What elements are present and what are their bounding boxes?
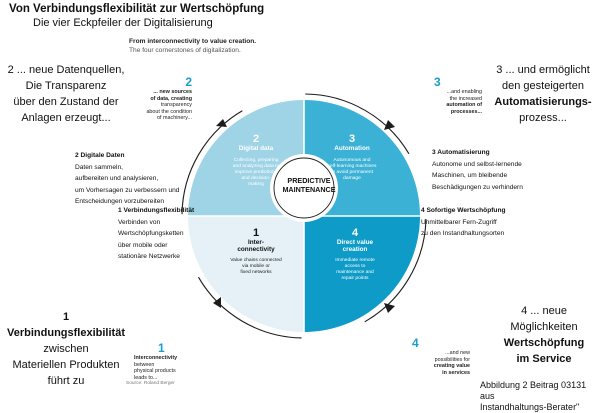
german-note-3: 3 ... und ermöglicht den gesteigerten Au… [494,64,592,124]
german-note-4: 4 ... neue Möglichkeiten Wertschöpfung i… [503,305,585,365]
caption-1: 1 Interconnectivity between physical pro… [134,341,178,381]
german-detail-value-creation: 4 Sofortige Wertschöpfung Unmittelbarer … [421,207,506,237]
german-detail-digital-data: 2 Digitale Daten Daten sammeln, aufberei… [75,152,180,205]
source-note: Source: Roland Berger [126,381,175,386]
quadrant-interconnectivity [188,216,304,332]
quadrant-1-text: 1 Inter- connectivity Value chains conne… [230,227,282,275]
ring-arrow-top-left [216,119,227,127]
center-label: PREDICTIVE MAINTENANCE [282,176,336,194]
center-disc-outline [273,157,335,219]
german-note-1: 1 Verbindungsflexibilität zwischen Mater… [7,311,125,387]
german-note-2: 2 ... neue Datenquellen, Die Transparenz… [7,64,125,124]
caption-2: 2 ... new sources of data, creating tran… [146,75,192,122]
ring-arrow-bottom-right [384,303,395,313]
english-heading: From interconnectivity to value creation… [129,38,257,45]
caption-3: 3 ...and enabling the increased automati… [434,75,482,115]
ring-arrow-bottom-left [213,297,221,308]
caption-4: 4 ...and new possibilities for creating … [412,336,470,376]
quadrant-direct-value [304,216,420,332]
german-detail-interconnectivity: 1 Verbindungsflexibilität Verbinden von … [118,207,195,260]
ring-arrow-top-right [384,120,395,130]
diagram-subtitle: Die vier Eckpfeiler der Digitalisierung [33,17,213,29]
quadrant-4-text: 4 Direct value creation Immediate remote… [335,227,375,281]
center-disc [270,154,338,222]
german-detail-automation: 3 Automatisierung Autonome und selbst-le… [432,149,523,191]
diagram-title: Von Verbindungsflexibilität zur Wertschö… [9,3,265,15]
english-subheading: The four cornerstones of digitalization. [129,47,241,54]
figure-footer: Abbildung 2 Beitrag 03131 aus Instandhal… [480,380,587,412]
